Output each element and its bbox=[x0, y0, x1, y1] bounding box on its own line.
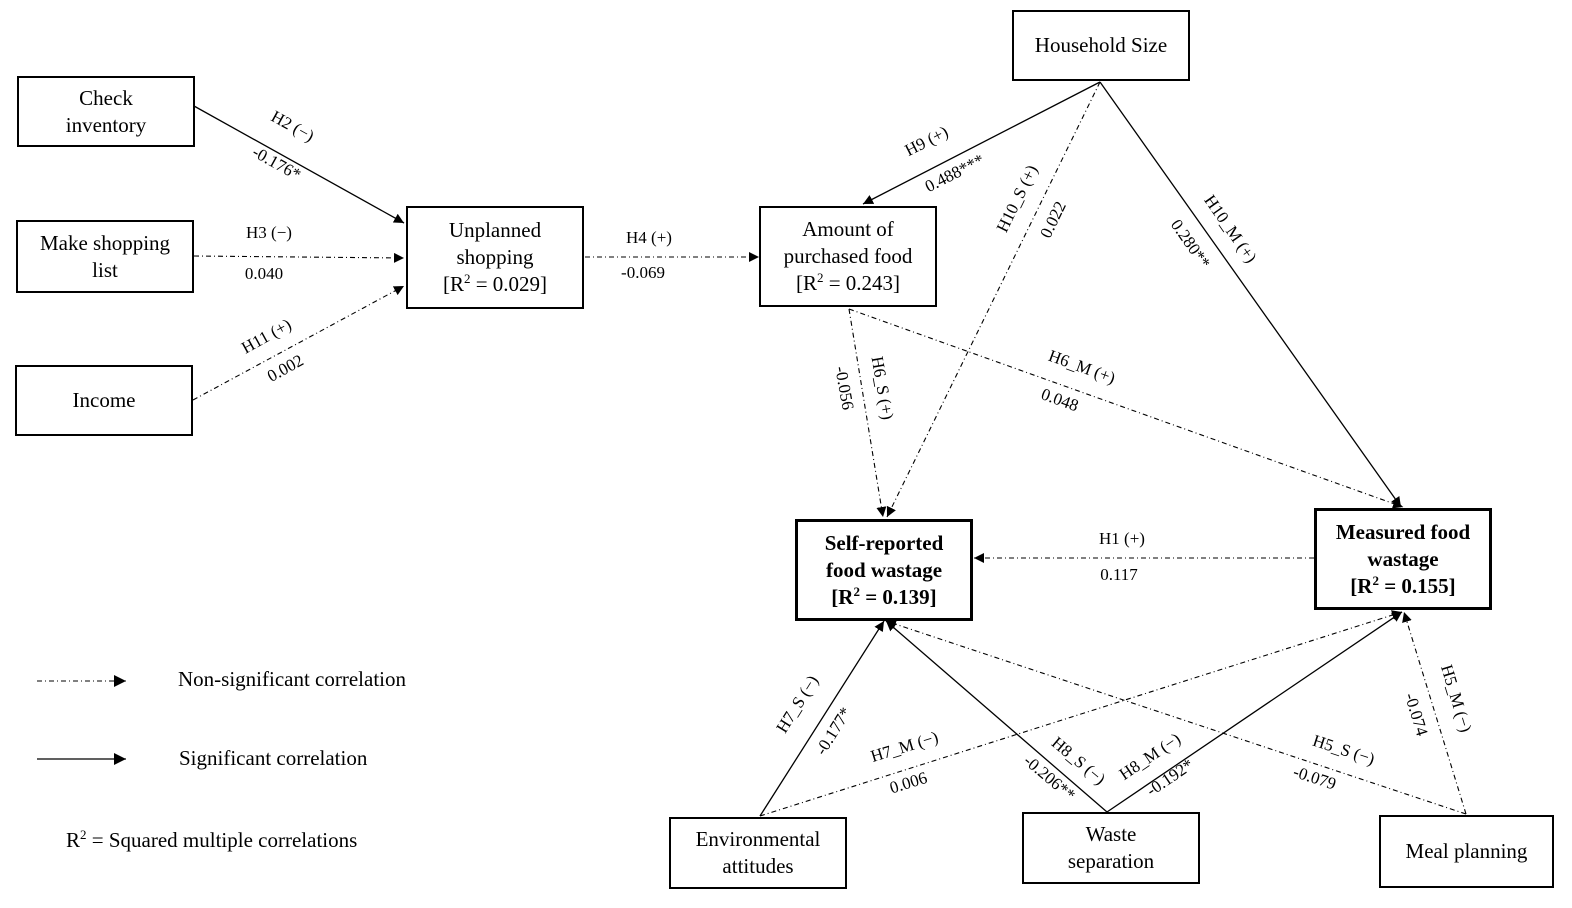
node-household-size: Household Size bbox=[1012, 10, 1190, 81]
node-label: Measured food bbox=[1335, 519, 1471, 544]
node-amount-purchased-food: Amount of purchased food [R2 = 0.243] bbox=[759, 206, 937, 307]
edge-h11-hypothesis: H11 (+) bbox=[238, 315, 294, 358]
r2-prefix: [R bbox=[442, 272, 464, 296]
edge-h10m-arrow bbox=[1099, 81, 1402, 508]
edge-h2-coefficient: -0.176* bbox=[249, 142, 304, 184]
edge-h7m-hypothesis: H7_M (−) bbox=[868, 727, 940, 766]
node-label: Meal planning bbox=[1405, 839, 1528, 863]
edge-h3-coefficient: 0.040 bbox=[245, 264, 283, 283]
edge-h7m-arrow bbox=[759, 610, 1403, 817]
r2-superscript: 2 bbox=[463, 271, 471, 286]
edge-h6s-coefficient: -0.056 bbox=[831, 365, 857, 412]
node-income: Income bbox=[15, 365, 193, 436]
edge-h9-arrow bbox=[862, 81, 1101, 205]
edge-h7m-coefficient: 0.006 bbox=[887, 768, 929, 797]
edge-h10s-coefficient: 0.022 bbox=[1036, 198, 1070, 241]
node-label: Household Size bbox=[1034, 33, 1168, 57]
edge-h6m-arrow bbox=[848, 308, 1404, 509]
node-label: Amount of bbox=[802, 217, 894, 241]
legend-non-significant-label: Non-significant correlation bbox=[178, 667, 407, 691]
legend-r2-note: R2 = Squared multiple correlations bbox=[66, 828, 357, 853]
node-label: attitudes bbox=[722, 854, 794, 878]
r2-number: = 0.155] bbox=[1384, 573, 1456, 598]
edge-h11-arrow bbox=[192, 285, 405, 401]
r2-superscript: 2 bbox=[1372, 572, 1379, 588]
legend-r2-text: = Squared multiple correlations bbox=[86, 828, 358, 852]
edge-h5s-arrow bbox=[885, 619, 1467, 815]
edge-h9-hypothesis: H9 (+) bbox=[902, 122, 952, 160]
edge-h2-hypothesis: H2 (−) bbox=[268, 107, 317, 146]
edge-h1-hypothesis: H1 (+) bbox=[1099, 529, 1145, 548]
legend-r2-prefix: R bbox=[66, 828, 81, 852]
r2-value: [R2 = 0.243] bbox=[796, 270, 900, 297]
r2-superscript: 2 bbox=[853, 583, 860, 599]
node-meal-planning: Meal planning bbox=[1379, 815, 1554, 888]
edge-h11-coefficient: 0.002 bbox=[264, 351, 307, 386]
edge-h3-arrow bbox=[193, 252, 405, 263]
edge-h8m-arrow bbox=[1106, 611, 1403, 813]
edge-h6m-hypothesis: H6_M (+) bbox=[1046, 346, 1118, 388]
node-label: list bbox=[92, 257, 118, 282]
r2-value: [R2 = 0.029] bbox=[443, 271, 547, 298]
edge-h10s-arrow bbox=[886, 81, 1101, 518]
node-waste-separation: Waste separation bbox=[1022, 812, 1200, 884]
node-check-inventory: Check inventory bbox=[17, 76, 195, 147]
r2-superscript: 2 bbox=[816, 270, 824, 285]
edge-h6m-coefficient: 0.048 bbox=[1039, 384, 1081, 415]
node-make-shopping-list: Make shopping list bbox=[16, 220, 194, 293]
node-measured-food-wastage: Measured food wastage [R2 = 0.155] bbox=[1314, 508, 1492, 610]
r2-number: = 0.243] bbox=[828, 271, 901, 295]
edge-h5s-hypothesis: H5_S (−) bbox=[1310, 731, 1377, 769]
node-unplanned-shopping: Unplanned shopping [R2 = 0.029] bbox=[406, 206, 584, 309]
node-label: Self-reported bbox=[824, 530, 944, 555]
node-label: food wastage bbox=[825, 557, 943, 582]
node-label: inventory bbox=[65, 112, 147, 137]
node-label: Waste bbox=[1085, 822, 1137, 846]
node-label: Check bbox=[79, 85, 133, 110]
edge-h10m-coefficient: 0.280** bbox=[1167, 216, 1214, 272]
node-label: Make shopping bbox=[39, 230, 171, 255]
edge-h7s-coefficient: -0.177* bbox=[811, 704, 855, 759]
node-label: wastage bbox=[1367, 546, 1439, 571]
edge-h3-hypothesis: H3 (−) bbox=[246, 223, 292, 242]
edge-h4-hypothesis: H4 (+) bbox=[626, 228, 672, 247]
r2-number: = 0.139] bbox=[865, 584, 937, 609]
edge-h8s-arrow bbox=[885, 620, 1108, 813]
node-environmental-attitudes: Environmental attitudes bbox=[669, 817, 847, 889]
edge-h6s-hypothesis: H6_S (+) bbox=[868, 355, 898, 421]
legend-significant-label: Significant correlation bbox=[179, 746, 368, 770]
edge-h1-coefficient: 0.117 bbox=[1100, 565, 1138, 584]
node-label: Environmental bbox=[695, 827, 821, 851]
edge-h5s-coefficient: -0.079 bbox=[1291, 762, 1339, 794]
node-label: shopping bbox=[456, 245, 534, 269]
edge-h10s-hypothesis: H10_S (+) bbox=[993, 162, 1042, 235]
node-self-reported-food-wastage: Self-reported food wastage [R2 = 0.139] bbox=[795, 519, 973, 621]
edge-h4-coefficient: -0.069 bbox=[621, 263, 665, 282]
node-label: Income bbox=[72, 388, 136, 412]
edge-h5m-coefficient: -0.074 bbox=[1401, 691, 1432, 739]
r2-prefix: [R bbox=[1350, 573, 1373, 598]
node-label: purchased food bbox=[783, 244, 913, 268]
edge-h7s-arrow bbox=[759, 620, 885, 817]
r2-value: [R2 = 0.155] bbox=[1350, 573, 1455, 600]
node-label: separation bbox=[1067, 849, 1155, 873]
r2-number: = 0.029] bbox=[475, 272, 548, 296]
r2-prefix: [R bbox=[795, 271, 817, 295]
node-label: Unplanned bbox=[448, 218, 542, 242]
edge-h5m-arrow bbox=[1402, 611, 1467, 815]
r2-value: [R2 = 0.139] bbox=[831, 584, 936, 611]
r2-prefix: [R bbox=[831, 584, 854, 609]
edge-h2-arrow bbox=[193, 105, 405, 224]
legend-r2-superscript: 2 bbox=[80, 827, 87, 842]
edge-h7s-hypothesis: H7_S (−) bbox=[772, 672, 822, 736]
edge-h5m-hypothesis: H5_M (−) bbox=[1437, 662, 1476, 734]
